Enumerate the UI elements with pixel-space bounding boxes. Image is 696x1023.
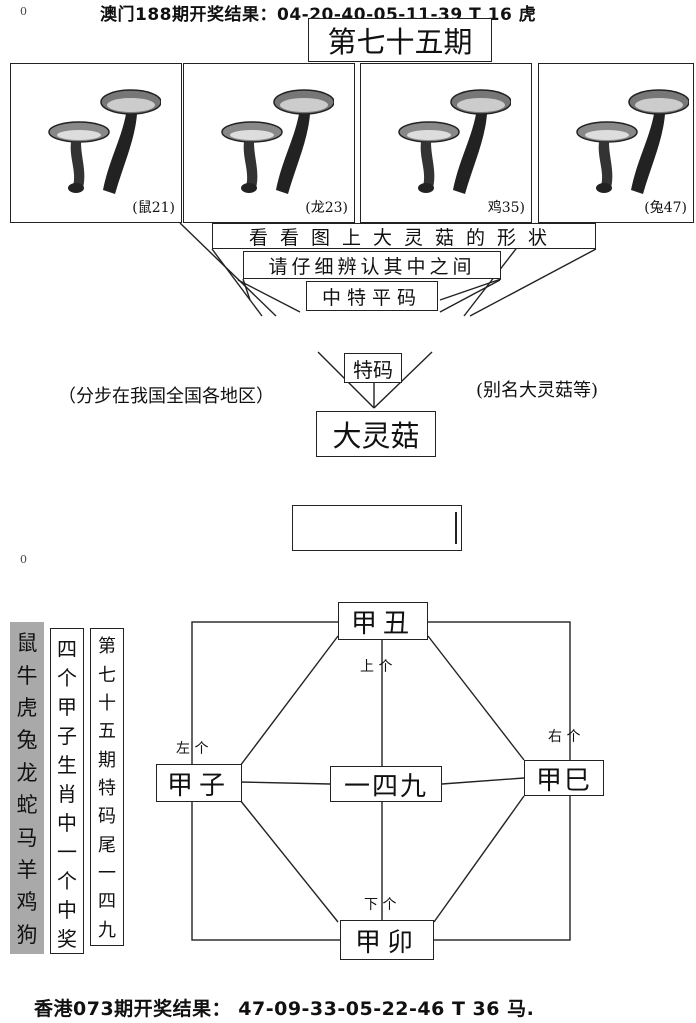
tail-char: 尾 [98,834,116,856]
tail-char: 第 [98,636,116,658]
zodiac-char: 蛇 [16,793,38,818]
tail-char: 七 [98,664,116,686]
zodiac-char: 羊 [16,857,38,882]
tail-char: 四 [98,891,116,913]
tema-label: 特码 [344,353,402,383]
message-char: 个 [57,869,77,893]
label-left: 左 个 [176,741,209,757]
message-char: 肖 [57,782,77,806]
zodiac-char: 兔 [16,728,38,753]
mushroom-illustration [576,89,689,194]
panel-label: (兔47) [644,200,687,216]
zodiac-char: 狗 [16,922,38,947]
panel-label: 鸡35) [487,200,525,216]
blank-answer-box [292,505,462,551]
diagram-lines [191,621,571,941]
message-char: 奖 [57,927,77,951]
zodiac-char: 鸡 [16,890,38,915]
riddle-line-3: 中特平码 [306,281,438,311]
mushroom-name: 大灵菇 [316,411,436,457]
message-char: 中 [57,811,77,835]
issue-title: 第七十五期 [308,18,492,62]
riddle-line-1: 看看图上大灵菇的形状 [212,223,596,249]
mushroom-illustration [398,89,511,194]
tail-char: 期 [98,749,116,771]
label-top: 上 个 [360,659,393,675]
node-right: 甲巳 [524,760,604,796]
page-number-top: 0 [20,5,27,18]
mushroom-panel-1: (鼠21) [10,63,182,223]
zodiac-char: 马 [16,825,38,850]
node-bottom: 甲卯 [340,920,434,960]
mushroom-panel-2: (龙23) [183,63,355,223]
tail-char: 十 [98,692,116,714]
label-right: 右 个 [548,729,581,745]
message-char: 中 [57,898,77,922]
tail-char: 九 [98,919,116,941]
tail-char: 码 [98,806,116,828]
zodiac-char: 鼠 [16,631,38,656]
message-char: 四 [57,637,77,661]
riddle-line-2: 请仔细辨认其中之间 [243,251,501,279]
mushroom-panel-3: 鸡35) [360,63,532,223]
node-center: 一四九 [330,766,442,802]
message-column: 四 个 甲 子 生 肖 中 一 个 中 奖 [50,628,84,954]
hk-result-footer: 香港073期开奖结果： 47-09-33-05-22-46 T 36 马. [34,998,535,1020]
node-left: 甲子 [156,764,242,802]
page-number-middle: 0 [20,553,27,566]
panel-label: (龙23) [305,200,348,216]
tail-char: 特 [98,777,116,799]
zodiac-char: 龙 [16,760,38,785]
mushroom-illustration [48,89,161,194]
mushroom-illustration [221,89,334,194]
message-char: 子 [57,724,77,748]
message-char: 甲 [57,695,77,719]
distribution-note: （分步在我国全国各地区） [58,386,274,407]
mushroom-panel-4: (兔47) [538,63,694,223]
zodiac-char: 虎 [16,695,38,720]
tail-column: 第 七 十 五 期 特 码 尾 一 四 九 [90,628,124,946]
panel-label: (鼠21) [132,200,175,216]
zodiac-column: 鼠 牛 虎 兔 龙 蛇 马 羊 鸡 狗 [10,622,44,954]
alias-note: (别名大灵菇等) [476,380,599,401]
message-char: 个 [57,666,77,690]
label-bottom: 下 个 [364,897,397,913]
tail-char: 五 [98,721,116,743]
node-top: 甲丑 [338,602,428,640]
zodiac-char: 牛 [16,663,38,688]
message-char: 一 [57,840,77,864]
message-char: 生 [57,753,77,777]
tail-char: 一 [98,863,116,885]
